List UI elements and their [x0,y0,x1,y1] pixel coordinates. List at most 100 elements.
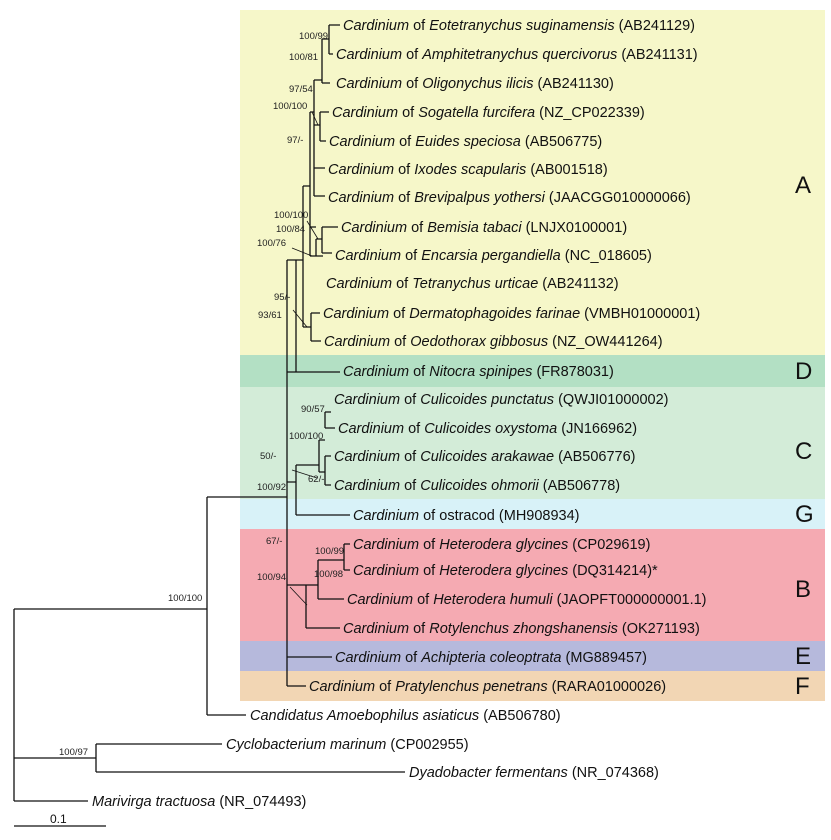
support-pointer [291,247,313,257]
leaf-accession: (AB506780) [483,708,560,724]
leaf-host: Amphitetranychus quercivorus [421,47,617,63]
clade-band-c [240,387,825,499]
leaf-genus: Cardinium [343,18,409,34]
leaf-genus: Cardinium [323,306,389,322]
leaf-genus: Cardinium [335,248,401,264]
leaf-host: Oedothorax gibbosus [410,334,548,350]
support-value: 100/98 [314,569,343,580]
leaf-accession: (OK271193) [622,621,700,637]
clade-letter-d: D [795,358,812,385]
leaf-label: Cardinium of Dermatophagoides farinae (V… [323,306,700,322]
branch [14,743,405,773]
support-value: 97/54 [289,84,313,95]
leaf-label: Cardinium of Culicoides punctatus (QWJI0… [334,392,669,408]
support-value: 100/81 [289,52,318,63]
leaf-accession: (MG889457) [566,650,647,666]
support-value: 97/- [287,135,303,146]
leaf-genus: Cardinium [328,162,394,178]
leaf-accession: (JN166962) [561,421,637,437]
branch [287,464,350,516]
scale-bar-label: 0.1 [50,812,67,826]
leaf-accession: (RARA01000026) [552,679,666,695]
leaf-accession: (CP002955) [390,737,468,753]
leaf-host: Dyadobacter fermentans [409,765,568,781]
support-pointer [289,586,308,606]
leaf-host: Culicoides arakawae [420,449,554,465]
support-value: 100/100 [289,431,323,442]
leaf-label: Cardinium of Heterodera humuli (JAOPFT00… [347,592,707,608]
support-value: 100/92 [257,482,286,493]
clade-bands [240,10,825,701]
leaf-host: Tetranychus urticae [412,276,538,292]
leaf-host: Brevipalpus yothersi [414,190,545,206]
leaf-genus: Cardinium [347,592,413,608]
clade-band-d [240,355,825,387]
support-pointer [306,220,319,240]
branch [314,24,340,84]
leaf-host: Heterodera humuli [433,592,553,608]
support-pointer [291,469,318,479]
branch [313,80,329,197]
branch [318,411,335,486]
leaf-genus: Cardinium [353,537,419,553]
support-value: 67/- [266,536,282,547]
leaf-host: Rotylenchus zhongshanensis [429,621,618,637]
leaf-genus: Cardinium [353,563,419,579]
leaf-host: Encarsia pergandiella [421,248,560,264]
support-pointer [292,309,308,328]
clade-letter-f: F [795,673,810,700]
leaf-labels: Cardinium of Eotetranychus suginamensis … [92,18,707,810]
leaf-genus: Cardinium [336,47,402,63]
leaf-accession: (FR878031) [536,364,613,380]
branch [206,496,287,716]
leaf-label: Cyclobacterium marinum (CP002955) [226,737,469,753]
leaf-genus: Cardinium [334,392,400,408]
leaf-label: Cardinium of Bemisia tabaci (LNJX0100001… [341,220,627,236]
leaf-host: Culicoides punctatus [420,392,554,408]
branch [287,584,340,629]
leaf-label: Cardinium of Rotylenchus zhongshanensis … [343,621,700,637]
leaf-label: Cardinium of Brevipalpus yothersi (JAACG… [328,190,691,206]
support-value: 100/94 [257,572,286,583]
leaf-host: Sogatella furcifera [418,105,535,121]
leaf-label: Cardinium of Encarsia pergandiella (NC_0… [335,248,652,264]
leaf-label: Cardinium of Ixodes scapularis (AB001518… [328,162,608,178]
leaf-label: Cardinium of Tetranychus urticae (AB2411… [326,276,619,292]
leaf-label: Cardinium of Amphitetranychus quercivoru… [336,47,698,63]
leaf-accession: (AB241132) [542,276,618,292]
support-value: 100/99 [315,546,344,557]
support-value: 100/99 [299,31,328,42]
scale-bar: 0.1 [14,812,106,827]
leaf-genus: Cardinium [335,650,401,666]
leaf-label: Cardinium of Sogatella furcifera (NZ_CP0… [332,105,645,121]
branch [287,259,340,373]
support-pointers [289,111,319,606]
support-value: 50/- [260,451,276,462]
leaf-genus: Cardinium [326,276,392,292]
leaf-host: ostracod [439,508,495,524]
leaf-accession: (AB001518) [530,162,607,178]
leaf-accession: (DQ314214)* [572,563,658,579]
leaf-host: Oligonychus ilicis [422,76,533,92]
support-value: 100/97 [59,747,88,758]
leaf-genus: Cardinium [328,190,394,206]
leaf-genus: Cardinium [332,105,398,121]
leaf-label: Cardinium of ostracod (MH908934) [353,508,580,524]
leaf-host: Ixodes scapularis [414,162,526,178]
leaf-host: Candidatus Amoebophilus asiaticus [250,708,479,724]
leaf-host: Heterodera glycines [439,563,568,579]
support-value: 100/76 [257,238,286,249]
branch [317,543,350,600]
leaf-accession: (JAACGG010000066) [549,190,691,206]
leaf-host: Pratylenchus penetrans [395,679,547,695]
leaf-label: Cardinium of Oligonychus ilicis (AB24113… [336,76,614,92]
clade-band-f [240,671,825,701]
support-value: 93/61 [258,310,282,321]
leaf-accession: (NR_074368) [572,765,659,781]
leaf-host: Cyclobacterium marinum [226,737,386,753]
leaf-genus: Cardinium [309,679,375,695]
support-value: 100/100 [273,101,307,112]
leaf-host: Nitocra spinipes [429,364,532,380]
support-value: 100/84 [276,224,305,235]
